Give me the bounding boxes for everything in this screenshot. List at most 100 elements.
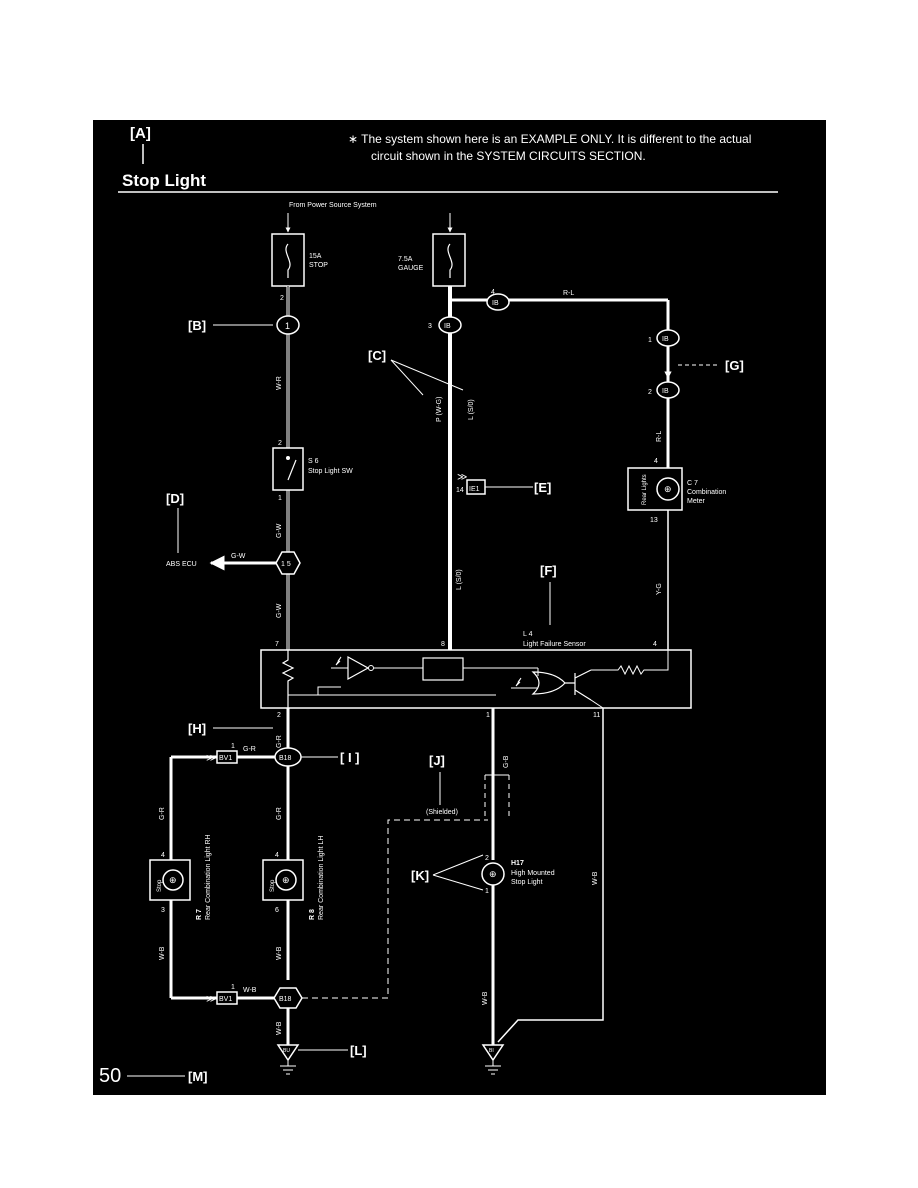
callout-k-leader-2 <box>432 874 484 891</box>
sensor-transistor <box>565 669 592 701</box>
callout-m: [M] <box>188 1069 208 1084</box>
callout-g: [G] <box>725 358 744 373</box>
fuse-gauge <box>432 233 466 287</box>
callout-j: [J] <box>429 753 445 768</box>
callout-c-leader-2 <box>390 359 464 391</box>
example-note-line2: circuit shown in the SYSTEM CIRCUITS SEC… <box>371 149 646 163</box>
fuse-gauge-element <box>447 243 453 278</box>
meter-name-2: Meter <box>687 498 706 505</box>
rear-lh-lamp-symbol: ⊕ <box>282 875 290 885</box>
wire-label-w-b-bottom: W-B <box>276 1021 283 1035</box>
wire-label-w-b-hm: W-B <box>482 991 489 1005</box>
ground-bi-earth <box>485 1060 501 1075</box>
high-mount-pin-bottom: 1 <box>485 888 489 895</box>
rear-lh-id: R 8 <box>309 909 316 920</box>
ground-bu-earth <box>280 1060 296 1075</box>
fuse-stop-element <box>285 243 291 278</box>
bv1-top-pin: 1 <box>231 743 235 750</box>
fuse-gauge-name: GAUGE <box>398 265 424 272</box>
ib-c-pin: 1 <box>648 337 652 344</box>
stop-light-switch <box>272 447 304 491</box>
callout-c-leader-1 <box>390 359 424 396</box>
connector-b18-top-label: B18 <box>279 755 292 762</box>
abs-ecu-label: ABS ECU <box>166 561 197 568</box>
fuse-gauge-rating: 7.5A <box>398 256 413 263</box>
stop-sw-blade <box>287 459 297 481</box>
wire-label-r-l-top: R-L <box>563 290 574 297</box>
fuse-stop-pin: 2 <box>280 295 284 302</box>
callout-c: [C] <box>368 348 386 363</box>
rear-lh-pin-top: 4 <box>275 852 279 859</box>
high-mount-name-2: Stop Light <box>511 879 543 886</box>
sensor-id: L 4 <box>523 631 533 638</box>
sensor-name: Light Failure Sensor <box>523 641 586 648</box>
rear-lh-lamp <box>275 869 297 891</box>
sensor-resistor-left <box>281 650 295 708</box>
sensor-pin-bottom-left: 2 <box>277 712 281 719</box>
connector-ib-d <box>656 381 680 399</box>
sensor-internal-bus <box>288 686 496 696</box>
wire-label-w-b-left: W-B <box>159 946 166 960</box>
shielded-label: (Shielded) <box>426 809 458 816</box>
ground-bu <box>276 1044 300 1062</box>
stop-sw-name: Stop Light SW <box>308 468 353 475</box>
wire-label-g-r-main: G-R <box>276 735 283 748</box>
stop-sw-pin-bottom: 1 <box>278 495 282 502</box>
high-mount-lamp-symbol: ⊕ <box>489 869 497 879</box>
rear-rh-lamp <box>162 869 184 891</box>
callout-i: [ I ] <box>340 750 360 765</box>
wire-w-b-right <box>497 708 604 1043</box>
connector-1-label: 1 <box>285 321 290 331</box>
connector-ib-a-label: IB <box>492 300 499 307</box>
fuse-stop <box>271 233 305 287</box>
sensor-inverter-bubble <box>368 665 374 671</box>
connector-bv1-top <box>216 750 238 764</box>
callout-l: [L] <box>350 1043 367 1058</box>
high-mount-pin-top: 2 <box>485 855 489 862</box>
wire-label-y-g: Y-G <box>656 583 663 595</box>
callout-h: [H] <box>188 721 206 736</box>
ib-d-pin: 2 <box>648 389 652 396</box>
connector-b18-bottom-label: B18 <box>279 996 292 1003</box>
high-mount-name-1: High Mounted <box>511 870 555 877</box>
junction-15 <box>275 551 301 575</box>
fuse-stop-rating: 15A <box>309 253 322 260</box>
sensor-pin-left: 7 <box>275 641 279 648</box>
light-failure-sensor <box>260 649 692 709</box>
wire-label-g-w-abs: G-W <box>231 553 246 560</box>
connector-bv1-bottom <box>216 991 238 1005</box>
rear-rh-pin-top: 4 <box>161 852 165 859</box>
callout-d: [D] <box>166 491 184 506</box>
rear-rh-id: R 7 <box>196 909 203 920</box>
ground-bu-label: BU <box>283 1048 290 1054</box>
wire-label-w-b-branch: W-B <box>243 987 257 994</box>
wire-label-l-s0-mid: L (S/0) <box>456 569 463 590</box>
bv1-bottom-pin: 1 <box>231 984 235 991</box>
example-note-line1: ∗ The system shown here is an EXAMPLE ON… <box>348 132 751 146</box>
meter-lamp <box>656 477 680 501</box>
connector-ib-b <box>438 316 462 334</box>
bv1-top-marker: ≫ <box>206 753 216 764</box>
meter-pin-bottom: 13 <box>650 517 658 524</box>
connector-ib-d-label: IB <box>662 388 669 395</box>
high-mount-id: H17 <box>511 860 524 867</box>
fuse-stop-name: STOP <box>309 262 328 269</box>
power-source-label: From Power Source System <box>289 202 377 209</box>
sensor-pin-bottom-mid: 1 <box>486 712 490 719</box>
sensor-output-drop <box>590 699 604 709</box>
connector-bv1-top-label: BV1 <box>219 755 232 762</box>
stop-sw-pin-top: 2 <box>278 440 282 447</box>
wire-label-g-r-left: G-R <box>159 807 166 820</box>
sensor-or-gate <box>531 671 566 695</box>
meter-lamp-symbol: ⊕ <box>664 484 672 494</box>
callout-k: [K] <box>411 868 429 883</box>
rear-rh-pin-bottom: 3 <box>161 907 165 914</box>
connector-ie1-label: IE1 <box>469 486 480 493</box>
rear-lh-pin-bottom: 6 <box>275 907 279 914</box>
page-title: Stop Light <box>122 171 206 190</box>
wire-label-r-l-right: R-L <box>656 431 663 442</box>
stop-sw-id: S 6 <box>308 458 319 465</box>
connector-b18-bottom <box>273 987 303 1009</box>
ie1-marker: ≫ <box>457 472 467 483</box>
callout-e: [E] <box>534 480 551 495</box>
